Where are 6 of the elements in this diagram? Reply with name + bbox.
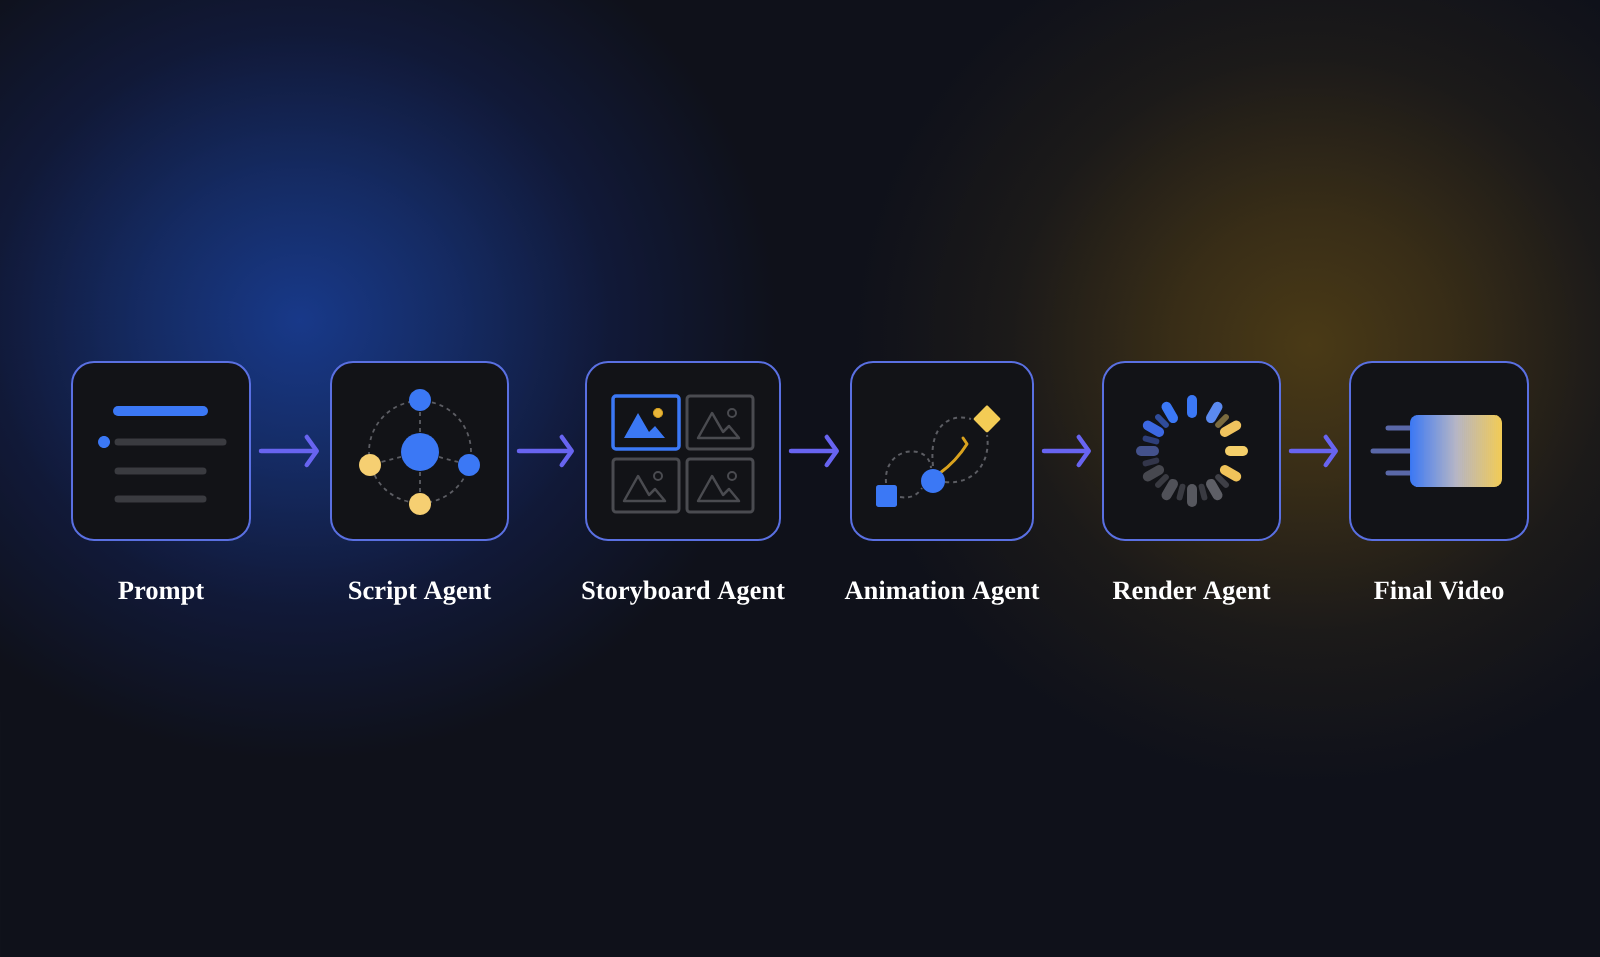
step-label: Storyboard Agent xyxy=(582,580,785,605)
step-label: Final Video xyxy=(1374,580,1504,600)
step-label: Animation Agent xyxy=(844,580,1040,605)
step-label: Render Agent xyxy=(1112,580,1271,605)
step-label: Script Agent xyxy=(349,580,492,605)
step-label: Prompt xyxy=(118,581,205,605)
